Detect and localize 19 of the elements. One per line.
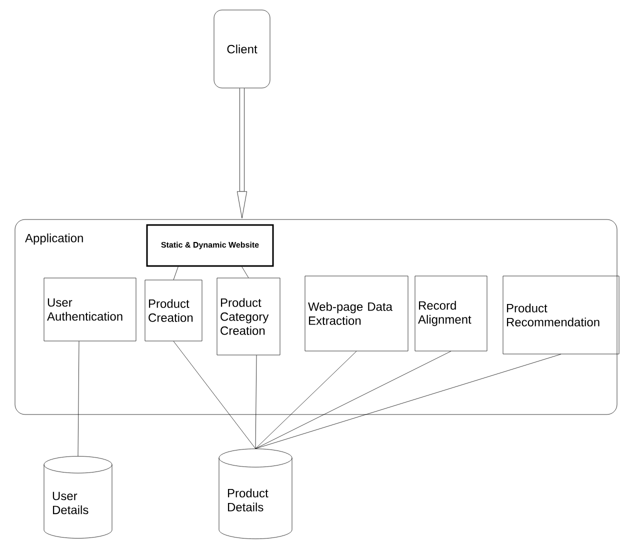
database-cylinder: User Details <box>44 456 112 538</box>
connector <box>255 351 452 449</box>
connector <box>173 341 256 449</box>
module-box: User Authentication <box>44 278 136 342</box>
module-box: Product Recommendation <box>502 276 620 354</box>
module-box: Product Creation <box>144 280 202 342</box>
client-box: Client <box>214 10 270 88</box>
connector <box>255 354 562 449</box>
connector <box>78 341 80 456</box>
website-box: Static & Dynamic Website <box>146 224 274 267</box>
module-box: Product Category Creation <box>216 278 280 356</box>
connector <box>255 355 257 449</box>
connector <box>255 351 357 449</box>
module-box: Web-page Data Extraction <box>304 276 408 352</box>
database-cylinder: Product Details <box>218 448 292 540</box>
connector <box>173 266 178 280</box>
connector <box>242 266 249 278</box>
module-box: Record Alignment <box>414 276 488 352</box>
connector <box>237 88 248 218</box>
